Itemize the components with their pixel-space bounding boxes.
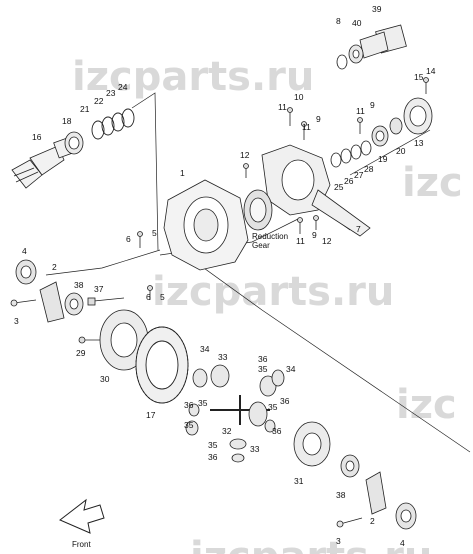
part-label-10: 10 (294, 92, 304, 102)
right-bearing-group (336, 454, 417, 530)
part-labels: 39 8 40 14 15 24 23 22 21 18 16 10 11 9 … (14, 4, 436, 548)
part-label-11b: 11 (302, 122, 311, 132)
rings-25-28 (330, 140, 372, 168)
part-label-40: 40 (352, 18, 362, 28)
part-label-17: 17 (146, 410, 156, 420)
part-label-35e: 35 (184, 420, 194, 430)
part-label-24: 24 (118, 82, 128, 92)
part-label-35a: 35 (258, 364, 268, 374)
case-31 (293, 421, 331, 467)
flange-39 (359, 24, 407, 59)
part-label-34a: 34 (200, 344, 210, 354)
part-label-22: 22 (94, 96, 104, 106)
carrier-1 (163, 179, 249, 271)
part-label-33b: 33 (250, 444, 260, 454)
part-label-23: 23 (106, 88, 116, 98)
part-label-2a: 2 (52, 262, 57, 272)
watermark-middle: izcparts.ru (152, 269, 394, 315)
part-label-35d: 35 (208, 440, 218, 450)
watermark-group: izcparts.ru izcparts.ru izc izc izcparts… (72, 54, 463, 554)
part-label-11a: 11 (278, 102, 287, 112)
reduction-gear-label: Reduction (252, 232, 288, 241)
part-label-4b: 4 (400, 538, 405, 548)
part-label-36c: 36 (280, 396, 290, 406)
cover-13 (403, 97, 433, 135)
bolt-29 (78, 336, 100, 344)
part-label-6a: 6 (126, 234, 131, 244)
reduction-gear-label-2: Gear (252, 241, 270, 250)
part-label-27: 27 (354, 170, 364, 180)
part-label-34b: 34 (286, 364, 296, 374)
part-label-3a: 3 (14, 316, 19, 326)
case-30 (99, 309, 149, 371)
part-label-29: 29 (76, 348, 86, 358)
watermark-right-bottom: izc (396, 382, 457, 428)
part-label-15: 15 (414, 72, 424, 82)
part-label-18: 18 (62, 116, 72, 126)
bolt-37 (87, 297, 125, 306)
part-label-33a: 33 (218, 352, 228, 362)
front-arrow-icon (59, 498, 105, 534)
front-label: Front (72, 540, 91, 549)
reduction-gear (243, 189, 273, 231)
seal-40 (348, 44, 364, 64)
part-label-35b: 35 (198, 398, 208, 408)
part-label-38b: 38 (336, 490, 346, 500)
part-label-8: 8 (336, 16, 341, 26)
bearing-18 (64, 131, 84, 155)
part-label-32: 32 (222, 426, 232, 436)
parts-19-20 (371, 117, 403, 147)
part-label-16: 16 (32, 132, 42, 142)
part-label-20: 20 (396, 146, 406, 156)
part-label-11c-top: 11 (356, 106, 365, 116)
part-label-3b: 3 (336, 536, 341, 546)
part-label-31: 31 (294, 476, 304, 486)
watermark-bottom: izcparts.ru (190, 534, 432, 554)
part-label-11c: 11 (296, 236, 305, 246)
part-label-36b: 36 (184, 400, 194, 410)
part-label-39: 39 (372, 4, 382, 14)
housing-7 (261, 144, 371, 237)
left-bearing-group (10, 259, 84, 323)
part-label-26: 26 (344, 176, 354, 186)
part-label-13: 13 (414, 138, 424, 148)
part-label-12b: 12 (322, 236, 332, 246)
diff-internals (185, 364, 285, 463)
part-label-36a: 36 (258, 354, 268, 364)
part-label-7: 7 (356, 224, 361, 234)
part-label-19: 19 (378, 154, 388, 164)
part-label-1: 1 (180, 168, 185, 178)
part-label-9c: 9 (312, 230, 317, 240)
part-label-2b: 2 (370, 516, 375, 526)
small-bolts (137, 77, 429, 300)
rings-21-24 (91, 108, 135, 140)
watermark-right-top: izc (402, 160, 463, 206)
part-label-30: 30 (100, 374, 110, 384)
part-label-4a: 4 (22, 246, 27, 256)
pinion-shaft (11, 137, 73, 189)
part-label-21: 21 (80, 104, 90, 114)
watermark-top: izcparts.ru (72, 54, 314, 100)
part-label-37: 37 (94, 284, 104, 294)
part-label-25: 25 (334, 182, 344, 192)
part-label-5b: 5 (160, 292, 165, 302)
part-label-12a: 12 (240, 150, 250, 160)
part-label-28: 28 (364, 164, 374, 174)
part-label-38a: 38 (74, 280, 84, 290)
part-label-9a: 9 (316, 114, 321, 124)
part-label-9b: 9 (370, 100, 375, 110)
part-label-36d: 36 (208, 452, 218, 462)
part-label-36e: 36 (272, 426, 282, 436)
ring-gear-17 (135, 326, 189, 404)
part-label-5a: 5 (152, 228, 157, 238)
part-label-35c: 35 (268, 402, 278, 412)
part-label-6b: 6 (146, 292, 151, 302)
ring-8 (336, 54, 348, 70)
part-label-14: 14 (426, 66, 436, 76)
